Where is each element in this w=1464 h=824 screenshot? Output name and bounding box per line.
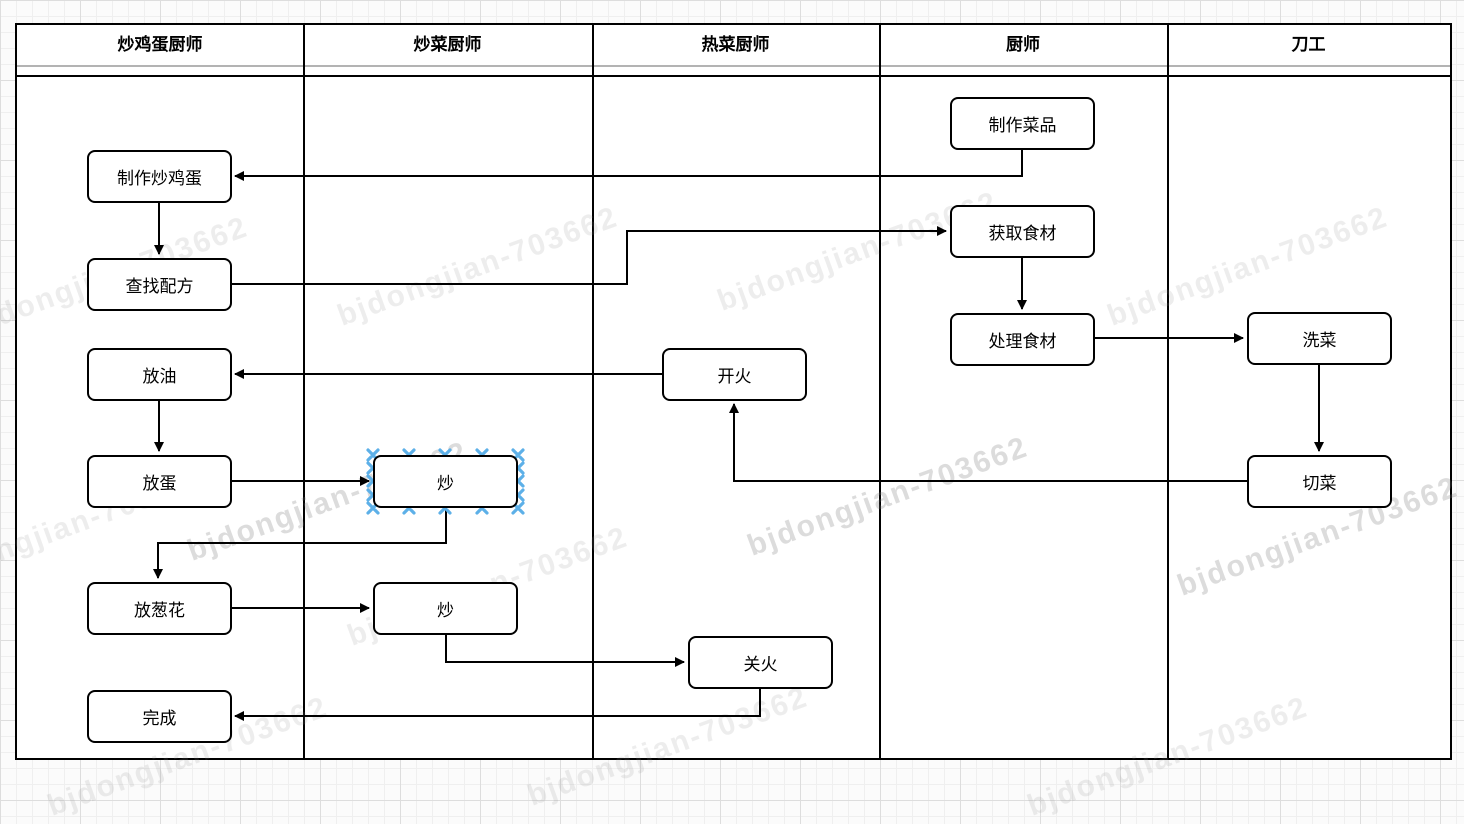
node-fangconghua[interactable]: 放葱花: [87, 582, 232, 635]
edge-zhizuocaipin-to-zhizuochaojidan[interactable]: [234, 149, 1023, 181]
node-huoqushicai[interactable]: 获取食材: [950, 205, 1095, 258]
lane-header-recai-chef[interactable]: 热菜厨师: [701, 35, 770, 54]
edge-chao2-to-guanhuo[interactable]: [445, 635, 685, 667]
pool-header: [17, 25, 1450, 67]
lane-header-chaojidan-chef[interactable]: 炒鸡蛋厨师: [117, 35, 203, 54]
pool-inner-border: [17, 75, 1450, 77]
edge-qiecai-to-kaihuo[interactable]: [729, 403, 1247, 482]
node-zhizuochaojidan[interactable]: 制作炒鸡蛋: [87, 150, 232, 203]
lane-separator[interactable]: [1167, 25, 1169, 758]
lane-header-chaocai-chef[interactable]: 炒菜厨师: [413, 35, 482, 54]
node-fangdan[interactable]: 放蛋: [87, 455, 232, 508]
node-zhizuocaipin[interactable]: 制作菜品: [950, 97, 1095, 150]
edge-zhaozhaopeifang-to-huoqushicai[interactable]: [231, 226, 947, 285]
node-xicai[interactable]: 洗菜: [1247, 312, 1392, 365]
lane-separator[interactable]: [879, 25, 881, 758]
node-chao-2[interactable]: 炒: [373, 582, 518, 635]
node-fangyou[interactable]: 放油: [87, 348, 232, 401]
node-chao-1-selected[interactable]: 炒: [373, 455, 518, 508]
node-chulishicai[interactable]: 处理食材: [950, 313, 1095, 366]
node-guanhuo[interactable]: 关火: [688, 636, 833, 689]
node-zhaozhaopeifang[interactable]: 查找配方: [87, 258, 232, 311]
edge-chao1-to-fangconghua[interactable]: [153, 508, 447, 579]
lane-separator[interactable]: [303, 25, 305, 758]
node-kaihuo[interactable]: 开火: [662, 348, 807, 401]
lane-header-daogong[interactable]: 刀工: [1291, 35, 1326, 54]
node-wancheng[interactable]: 完成: [87, 690, 232, 743]
edge-guanhuo-to-wancheng[interactable]: [234, 689, 761, 721]
lane-header-chef[interactable]: 厨师: [1006, 35, 1040, 54]
node-qiecai[interactable]: 切菜: [1247, 455, 1392, 508]
lane-separator[interactable]: [592, 25, 594, 758]
